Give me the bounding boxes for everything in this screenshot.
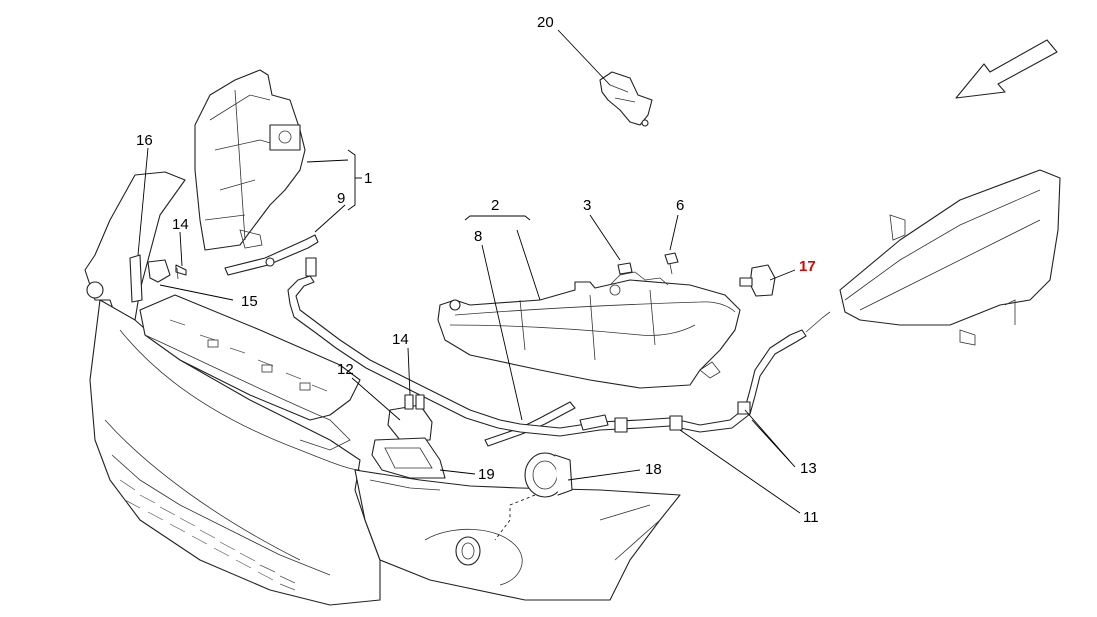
upper-bracket [599,71,653,127]
leader-lines [137,29,801,541]
callout-14-lower: 14 [392,331,409,348]
callout-16: 16 [136,132,153,149]
headlamp-side-view [194,69,306,251]
clip-6 [664,252,679,275]
callout-18: 18 [645,461,662,478]
callout-1: 1 [364,170,372,187]
front-bumper [84,171,681,606]
front-fender [839,169,1061,346]
shield-plate [387,394,433,441]
callout-6: 6 [676,197,684,214]
callout-14-upper: 14 [172,216,189,233]
connector [739,264,776,297]
callout-13: 13 [800,460,817,477]
direction-arrow-icon [955,39,1058,99]
callout-2: 2 [491,197,499,214]
headlamp-main [437,271,741,389]
clip-3 [617,262,633,275]
screw [175,264,187,280]
callouts: 20 1 9 16 14 15 2 8 3 6 17 14 12 19 18 1… [136,14,819,526]
fog-lamp [524,452,573,498]
callout-8: 8 [474,228,482,245]
callout-9: 9 [337,190,345,207]
adjuster-rod [224,234,319,276]
wiring-harness [287,257,831,437]
callout-12: 12 [337,361,354,378]
callout-15: 15 [241,293,258,310]
callout-20: 20 [537,14,554,31]
callout-19: 19 [478,466,495,483]
callout-3: 3 [583,197,591,214]
callout-11: 11 [803,509,819,526]
fog-lamp-bezel [371,437,446,479]
side-bracket [129,254,171,303]
callout-17: 17 [799,258,816,275]
